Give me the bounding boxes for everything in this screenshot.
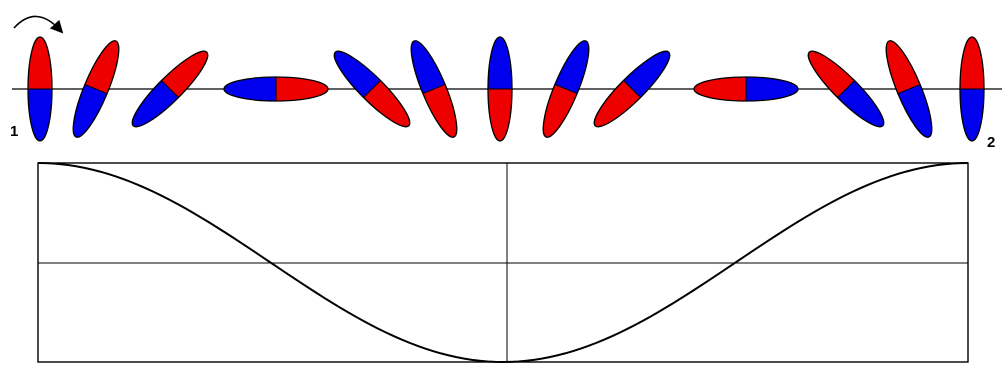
- molecule-2: [72, 40, 120, 138]
- molecule-12-positive-half: [886, 40, 921, 94]
- cosine-curve: [37, 162, 969, 364]
- molecule-9-positive-half: [594, 80, 641, 127]
- molecule-13-negative-half: [960, 89, 984, 141]
- molecule-3-divider: [161, 80, 179, 98]
- molecule-4-positive-half: [276, 77, 328, 101]
- molecule-11: [807, 50, 885, 128]
- molecule-9-negative-half: [623, 51, 670, 98]
- molecule-10: [693, 76, 799, 102]
- molecule-5-negative-half: [334, 51, 381, 98]
- molecule-2-negative-half: [73, 84, 108, 138]
- molecule-12: [885, 40, 933, 138]
- molecule-8: [542, 40, 590, 138]
- molecule-8-divider: [554, 83, 578, 95]
- molecule-6-divider: [422, 83, 446, 95]
- molecule-11-outline: [807, 50, 885, 128]
- molecule-12-divider: [897, 83, 921, 95]
- molecule-8-negative-half: [554, 40, 589, 94]
- molecule-3-positive-half: [161, 51, 208, 98]
- molecule-9-outline: [593, 50, 671, 128]
- molecule-10-negative-half: [746, 77, 798, 101]
- molecule-1-positive-half: [28, 37, 52, 89]
- molecule-4-negative-half: [224, 77, 276, 101]
- molecule-3: [131, 50, 209, 128]
- molecule-5-divider: [363, 80, 381, 98]
- molecule-9-divider: [623, 80, 641, 98]
- molecule-3-negative-half: [132, 80, 179, 127]
- end-label: 2: [987, 134, 995, 151]
- molecule-7: [487, 36, 513, 142]
- molecule-9: [593, 50, 671, 128]
- molecule-11-negative-half: [837, 80, 884, 127]
- molecule-2-divider: [84, 83, 108, 95]
- molecule-12-negative-half: [897, 84, 932, 138]
- rotation-arrow-icon: [13, 15, 64, 34]
- molecule-row: [27, 36, 985, 142]
- molecule-5-outline: [333, 50, 411, 128]
- molecule-11-positive-half: [808, 51, 855, 98]
- molecule-5-positive-half: [363, 80, 410, 127]
- molecule-10-positive-half: [694, 77, 746, 101]
- molecule-5: [333, 50, 411, 128]
- molecule-8-positive-half: [543, 84, 578, 138]
- molecule-7-negative-half: [488, 37, 512, 89]
- molecule-6-negative-half: [411, 40, 446, 94]
- molecule-13-positive-half: [960, 37, 984, 89]
- molecule-6: [410, 40, 458, 138]
- cosine-chart: [37, 162, 969, 364]
- molecule-11-divider: [837, 80, 855, 98]
- molecule-1-negative-half: [28, 89, 52, 141]
- molecule-2-positive-half: [84, 40, 119, 94]
- molecule-13: [959, 36, 985, 142]
- molecule-1: [27, 36, 53, 142]
- molecule-4: [223, 76, 329, 102]
- start-label: 1: [10, 123, 18, 140]
- molecule-7-positive-half: [488, 89, 512, 141]
- molecule-6-positive-half: [422, 84, 457, 138]
